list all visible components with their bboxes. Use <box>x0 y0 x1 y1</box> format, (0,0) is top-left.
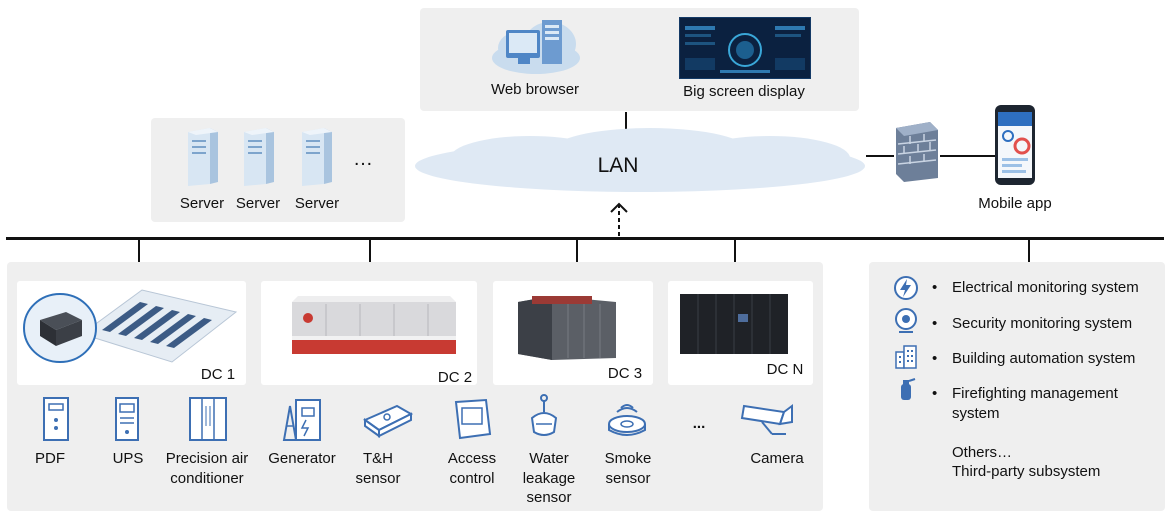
network-bus <box>6 237 1164 240</box>
mobile-app-label: Mobile app <box>978 195 1052 212</box>
camera-icon <box>740 400 796 440</box>
device-label-smoke-sensor: Smoke <box>604 450 652 467</box>
device-label-access-control: control <box>449 470 495 487</box>
subsystems-panel <box>869 262 1165 511</box>
dc2-label: DC 2 <box>437 369 473 386</box>
water-leakage-icon <box>528 392 560 440</box>
others-label: Others… <box>952 444 1013 461</box>
device-label-pdf: PDF <box>35 450 65 467</box>
subsystem-label: system <box>952 405 1000 422</box>
device-label-smoke-sensor: sensor <box>605 470 651 487</box>
dc1-image <box>22 286 242 366</box>
bus-drop-line <box>369 238 371 262</box>
smoke-sensor-icon <box>605 402 649 438</box>
uplink-arrow-icon <box>608 200 630 238</box>
webcam-icon <box>893 308 919 336</box>
lan-label: LAN <box>597 154 639 177</box>
server-label: Server <box>235 195 281 212</box>
device-label-air-conditioner: Precision air <box>165 450 249 467</box>
dc2-image <box>286 292 462 362</box>
lightning-icon <box>893 275 919 301</box>
subsystem-label: Firefighting management <box>952 385 1118 402</box>
dc1-label: DC 1 <box>200 366 236 383</box>
servers-more: … <box>353 148 373 170</box>
mobile-phone-icon <box>994 104 1036 186</box>
generator-icon <box>282 396 322 442</box>
air-conditioner-icon <box>188 396 228 442</box>
bus-drop-line <box>576 238 578 262</box>
device-label-access-control: Access <box>447 450 497 467</box>
dcn-image <box>678 292 790 356</box>
device-label-th-sensor: sensor <box>355 470 401 487</box>
subsystem-label: Building automation system <box>952 350 1136 367</box>
device-label-air-conditioner: conditioner <box>170 470 244 487</box>
bus-drop-line <box>1028 238 1030 262</box>
server-icon <box>296 126 336 188</box>
device-label-th-sensor: T&H <box>363 450 393 467</box>
lan-to-firewall-line <box>866 155 894 157</box>
bus-drop-line <box>734 238 736 262</box>
pdf-icon <box>42 396 70 442</box>
access-control-icon <box>452 398 492 440</box>
big-screen-label: Big screen display <box>683 83 805 100</box>
th-sensor-icon <box>361 402 413 438</box>
big-screen-image <box>679 17 811 79</box>
server-icon <box>182 126 222 188</box>
dc3-image <box>512 292 622 362</box>
lan-cloud <box>410 126 870 200</box>
device-label-water-leakage: sensor <box>526 489 572 506</box>
web-browser-icon <box>488 14 584 78</box>
firewall-icon <box>890 122 942 182</box>
server-label: Server <box>179 195 225 212</box>
device-label-water-leakage: leakage <box>522 470 576 487</box>
device-label-camera: Camera <box>750 450 804 467</box>
device-label-generator: Generator <box>268 450 336 467</box>
dc3-label: DC 3 <box>607 365 643 382</box>
client-to-lan-line <box>625 112 627 132</box>
device-label-ups: UPS <box>112 450 144 467</box>
fire-extinguisher-icon <box>896 376 918 402</box>
bus-drop-line <box>138 238 140 262</box>
building-icon <box>894 344 918 370</box>
device-more: ... <box>692 415 706 432</box>
subsystem-label: Security monitoring system <box>952 315 1133 332</box>
server-icon <box>238 126 278 188</box>
subsystem-label: Electrical monitoring system <box>952 279 1139 296</box>
firewall-to-mobile-line <box>940 155 996 157</box>
web-browser-label: Web browser <box>490 81 580 98</box>
device-label-water-leakage: Water <box>529 450 569 467</box>
ups-icon <box>114 396 140 442</box>
dcn-label: DC N <box>766 361 804 378</box>
third-party-label: Third-party subsystem <box>952 463 1101 480</box>
server-label: Server <box>294 195 340 212</box>
